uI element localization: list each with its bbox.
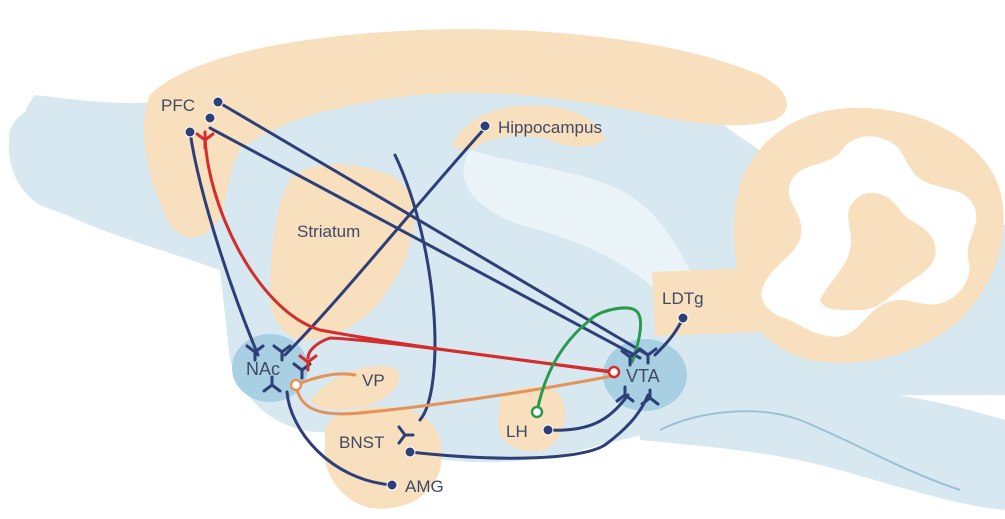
lh-green-dot [532, 407, 542, 417]
bnst-label: BNST [339, 433, 384, 452]
vta-red-dot [609, 367, 619, 377]
lh-dot [543, 425, 553, 435]
amg-dot [387, 480, 397, 490]
lh-region [498, 387, 565, 451]
lh-label: LH [506, 422, 528, 441]
ldtg-label: LDTg [662, 289, 704, 308]
pfc-dot-1 [213, 97, 223, 107]
bnst-dot [405, 447, 415, 457]
vp-label: VP [362, 371, 385, 390]
amg-label: AMG [405, 477, 444, 496]
pfc-dot-3 [185, 127, 195, 137]
hippocampus-label: Hippocampus [498, 118, 602, 137]
striatum-label: Striatum [297, 222, 360, 241]
nac-orange-dot [291, 380, 301, 390]
vta-label: VTA [626, 366, 660, 386]
ldtg-dot [678, 313, 688, 323]
hippocampus-dot [480, 121, 490, 131]
brainstem [640, 384, 1005, 510]
pfc-dot-2 [205, 113, 215, 123]
nac-label: NAc [246, 359, 280, 379]
pfc-label: PFC [161, 96, 195, 115]
